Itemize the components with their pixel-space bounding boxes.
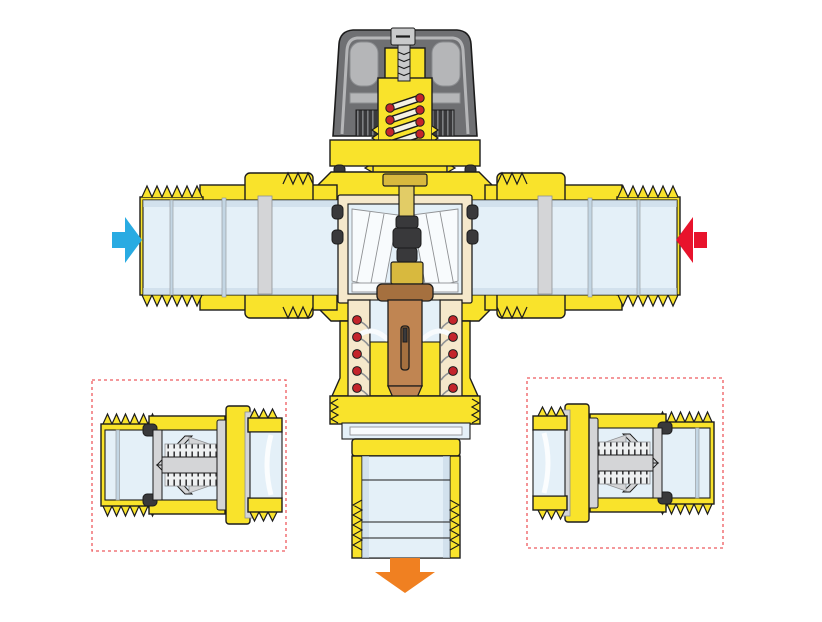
hot-inlet-arrow — [694, 232, 707, 248]
hot-bore-shade — [470, 200, 677, 207]
outlet-bore — [361, 455, 451, 559]
hot-bore-line — [587, 197, 593, 298]
cold-inlet-arrow — [112, 232, 125, 248]
outlet-steps — [362, 479, 450, 539]
screw-shaft — [397, 44, 411, 82]
hot-inlet-arrow — [676, 217, 693, 263]
hex-flat-right — [470, 398, 481, 424]
screw-threads — [397, 51, 411, 77]
chamber-o-ring — [466, 204, 479, 220]
knob-rib-left — [349, 41, 379, 87]
piston-seal — [395, 215, 419, 229]
cold-bore — [142, 199, 341, 296]
cold-bore-step — [169, 199, 174, 296]
cold-inlet-arrow — [125, 217, 142, 263]
thermostat-slot-pin — [402, 327, 408, 343]
mixing-chamber-cartridge — [331, 173, 479, 304]
mixed-outlet-arrow — [390, 558, 420, 573]
piston-stem — [398, 185, 415, 221]
cold-gasket-plate — [257, 195, 273, 295]
piston-guide — [390, 261, 424, 285]
cold-nut-thread-bottom — [282, 305, 314, 320]
piston-seal — [392, 227, 422, 249]
outlet-gasket-plate — [349, 426, 463, 436]
outlet-thread-right — [448, 499, 461, 551]
hot-male-thread-top — [617, 184, 679, 199]
inset-right — [526, 377, 724, 549]
outlet-union-nut — [351, 438, 461, 457]
cold-male-thread-top — [141, 184, 203, 199]
obturator-hatch-right — [425, 211, 455, 289]
mixed-outlet — [329, 395, 481, 559]
outlet-thread-left — [351, 499, 364, 551]
thermostat-flange — [376, 283, 434, 302]
knob-plate-left — [349, 92, 381, 104]
inset-border-right — [526, 377, 724, 549]
cold-nut-thread-top — [282, 171, 314, 186]
flow-arrows — [112, 217, 707, 593]
spring-washer — [382, 173, 428, 187]
hot-nut-thread-bottom — [496, 305, 528, 320]
knob-rib-right — [431, 41, 461, 87]
hot-nut-thread-top — [496, 171, 528, 186]
cold-male-thread-bottom — [141, 293, 203, 308]
mixed-outlet-arrow — [375, 572, 435, 593]
outlet-bore-shade — [443, 456, 450, 558]
hot-male-thread-bottom — [617, 293, 679, 308]
chamber-o-ring — [331, 204, 344, 220]
hot-bore — [469, 199, 678, 296]
obturator-hatch-left — [355, 211, 385, 289]
hot-gasket-plate — [537, 195, 553, 295]
hex-flat-left — [329, 398, 340, 424]
cold-bore-shade — [143, 288, 340, 295]
inset-border-left — [91, 379, 287, 552]
knob-plate-right — [429, 92, 461, 104]
lower-housing — [347, 283, 463, 401]
chamber-o-ring — [466, 229, 479, 245]
inset-left — [91, 379, 287, 552]
hot-bore-shade — [470, 288, 677, 295]
cold-bore-line — [221, 197, 227, 298]
cold-bore-shade — [143, 200, 340, 207]
bonnet-flange — [329, 139, 481, 167]
piston-seal — [396, 247, 418, 263]
outlet-hex — [329, 395, 481, 425]
hot-bore-step — [636, 199, 641, 296]
outlet-bore-shade — [362, 456, 369, 558]
main-valve — [112, 27, 707, 593]
chamber-o-ring — [331, 229, 344, 245]
